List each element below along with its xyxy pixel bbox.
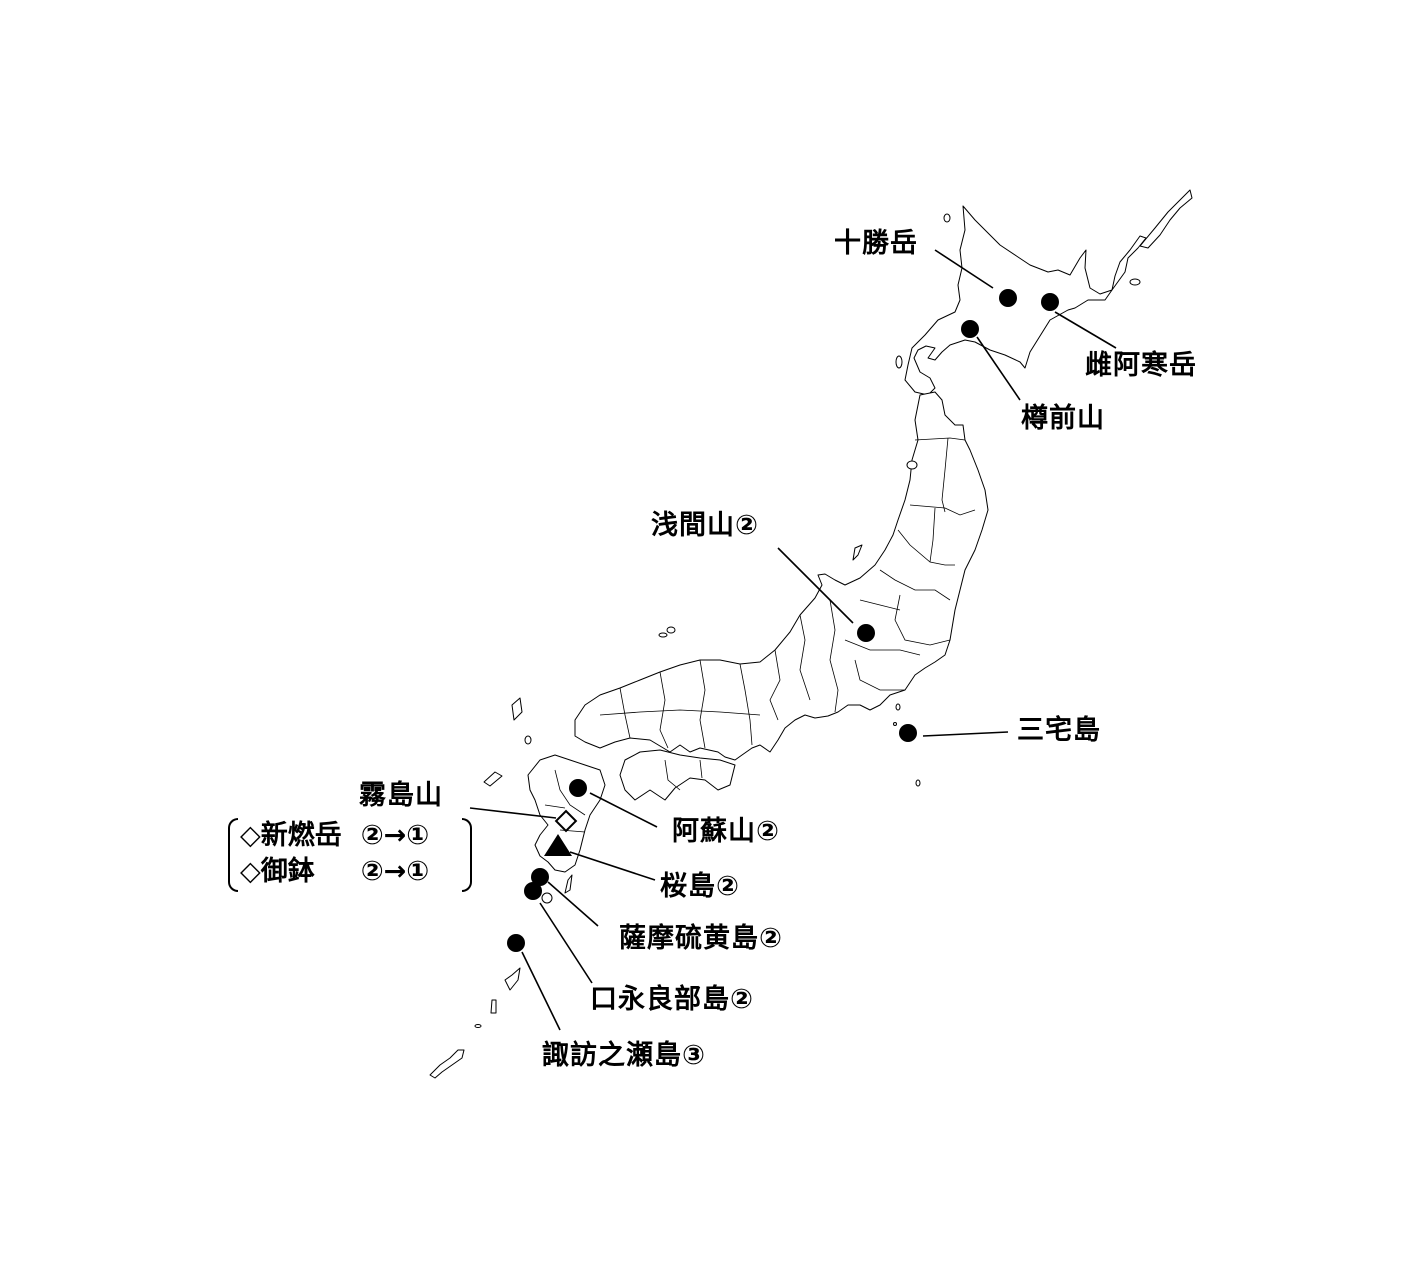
level-change: ②→① (360, 820, 430, 851)
marker-tarumaesan[interactable] (961, 320, 979, 338)
marker-suwanosejima[interactable] (507, 934, 525, 952)
subvent-shinmoedake: ◇新燃岳 ②→① (240, 822, 429, 849)
label-satsuma-iojima: 薩摩硫黄島② (619, 923, 783, 954)
marker-tokachidake[interactable] (999, 289, 1017, 307)
label-tarumaesan: 樽前山 (1021, 403, 1105, 434)
subvent-name: 御鉢 (260, 856, 315, 887)
subvent-name: 新燃岳 (260, 820, 342, 851)
label-suwanosejima: 諏訪之瀬島③ (542, 1040, 706, 1071)
subvent-ohachi: ◇御鉢 ②→① (240, 858, 429, 885)
marker-asamayama[interactable] (857, 624, 875, 642)
marker-miyakejima[interactable] (899, 724, 917, 742)
honshu-outline (574, 391, 989, 761)
label-sakurajima: 桜島② (660, 871, 740, 902)
marker-meakandake[interactable] (1041, 293, 1059, 311)
marker-satsuma-iojima[interactable] (531, 868, 549, 886)
label-meakandake: 雌阿寒岳 (1085, 350, 1197, 381)
marker-asosan[interactable] (569, 779, 587, 797)
label-miyakejima: 三宅島 (1017, 715, 1101, 746)
label-kirishimayama: 霧島山 (359, 780, 443, 811)
marker-sakurajima[interactable] (544, 834, 572, 856)
label-tokachidake: 十勝岳 (834, 228, 918, 259)
diamond-icon: ◇ (240, 856, 261, 887)
label-kuchinoerabujima: 口永良部島② (590, 984, 754, 1015)
marker-kuchinoerabujima[interactable] (524, 882, 542, 900)
label-asamayama: 浅間山② (651, 510, 759, 541)
bracket-left (228, 818, 238, 892)
shikoku-outline (619, 749, 736, 801)
label-asosan: 阿蘇山② (672, 816, 780, 847)
bracket-right (462, 818, 472, 892)
diamond-icon: ◇ (240, 820, 261, 851)
level-change: ②→① (360, 856, 430, 887)
marker-kirishimayama[interactable] (554, 809, 578, 833)
